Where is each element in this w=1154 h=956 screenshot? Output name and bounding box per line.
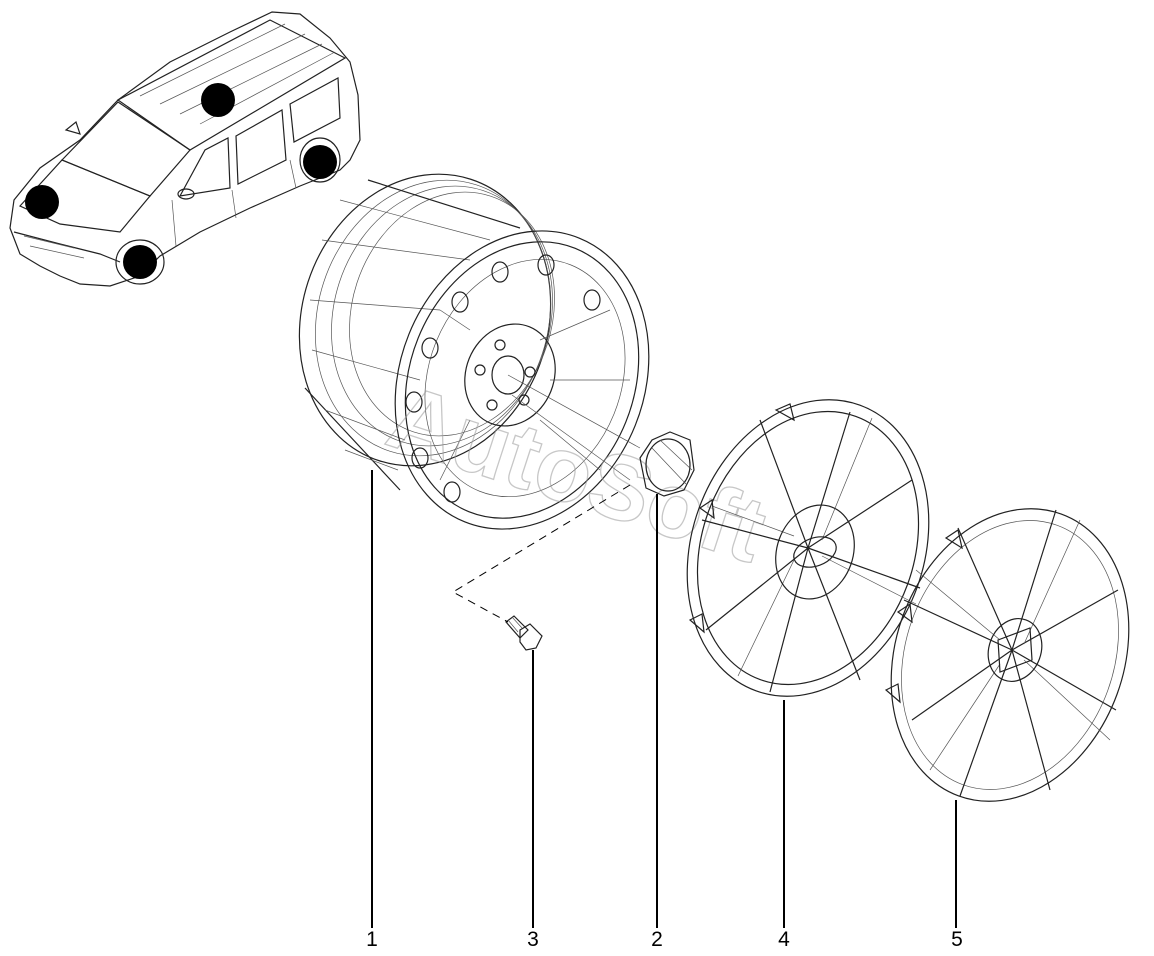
- callout-2-label: 2: [651, 928, 663, 951]
- vehicle-locator: [9, 11, 361, 287]
- watermark-text: AutoSoft: [376, 365, 777, 582]
- hub-cap: [507, 374, 695, 497]
- wheel-vent-holes: [405, 254, 601, 503]
- leader-lines: [371, 470, 957, 928]
- rear-right-wheel-marker: [303, 145, 337, 179]
- callout-5-label: 5: [951, 928, 963, 951]
- callout-3-label: 3: [527, 928, 539, 951]
- steel-wheel: [298, 173, 650, 530]
- front-left-wheel-marker: [25, 185, 59, 219]
- wheel-cover-b: [884, 508, 1130, 802]
- wheel-cover-a: [686, 399, 930, 697]
- callout-1-label: 1: [366, 928, 378, 951]
- callout-4-label: 4: [778, 928, 790, 951]
- callout-labels: 1 3 2 4 5: [366, 928, 963, 951]
- wheel-bolt: [451, 484, 631, 651]
- rear-left-wheel-marker: [201, 83, 235, 117]
- watermark-group: AutoSoft: [376, 365, 778, 583]
- front-right-wheel-marker: [123, 245, 157, 279]
